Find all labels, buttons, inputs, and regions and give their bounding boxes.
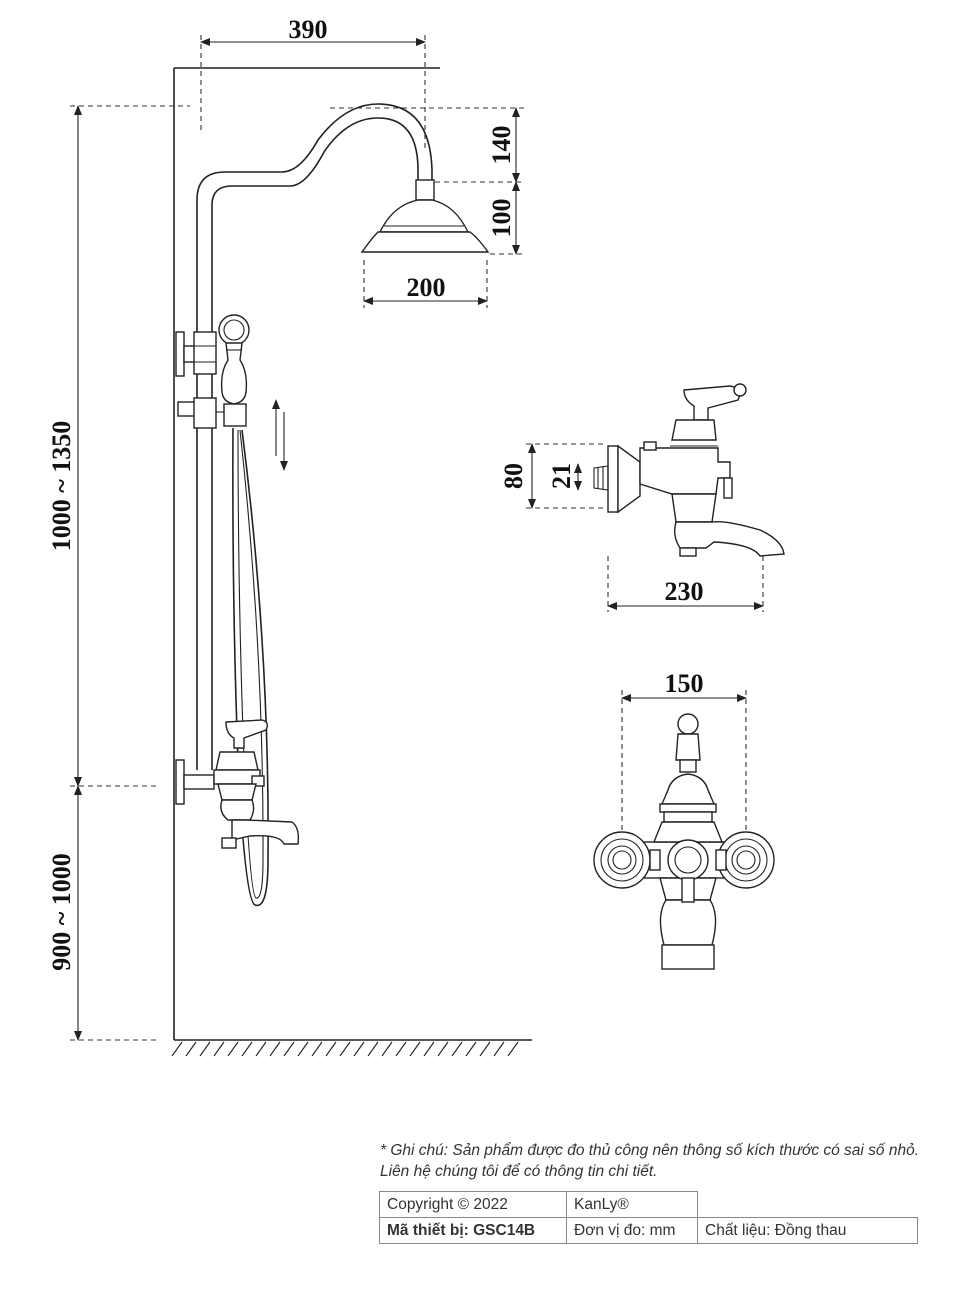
floor-hatch-line bbox=[507, 1041, 519, 1057]
technical-drawing: 390 140 100 200 1000 ~ 1350 900 ~ 1000 bbox=[47, 15, 785, 1057]
floor-hatch-line bbox=[213, 1041, 225, 1057]
spec-brand: KanLy® bbox=[566, 1191, 698, 1218]
spec-empty-cell bbox=[697, 1191, 918, 1218]
floor-hatch-line bbox=[479, 1041, 491, 1057]
floor-hatch-line bbox=[409, 1041, 421, 1057]
floor-hatch-line bbox=[339, 1041, 351, 1057]
dim-column-height-label: 1000 ~ 1350 bbox=[47, 421, 76, 552]
floor-hatch-line bbox=[381, 1041, 393, 1057]
rain-shower-head bbox=[360, 179, 490, 253]
mixer-front-view bbox=[593, 713, 775, 970]
dimension-column-height: 1000 ~ 1350 900 ~ 1000 bbox=[47, 105, 190, 1041]
dimension-top-width: 390 bbox=[200, 15, 426, 150]
spec-table: Copyright © 2022 KanLy® Mã thiết bị: GSC… bbox=[379, 1191, 918, 1244]
floor-hatch-line bbox=[367, 1041, 379, 1057]
slide-bracket bbox=[177, 397, 247, 429]
dimension-head-diameter: 200 bbox=[363, 260, 488, 308]
spec-row-copyright: Copyright © 2022 KanLy® bbox=[379, 1191, 918, 1218]
slide-direction-arrows bbox=[272, 399, 288, 471]
spec-row-details: Mã thiết bị: GSC14B Đơn vị đo: mm Chất l… bbox=[379, 1217, 918, 1244]
dim-mixer-length-label: 230 bbox=[665, 577, 704, 606]
floor-hatch-line bbox=[171, 1041, 183, 1057]
floor-hatch-line bbox=[325, 1041, 337, 1057]
upper-wall-bracket bbox=[175, 331, 217, 377]
floor-hatch-line bbox=[465, 1041, 477, 1057]
floor-hatch-line bbox=[437, 1041, 449, 1057]
floor-hatch-line bbox=[227, 1041, 239, 1057]
floor-hatch-line bbox=[493, 1041, 505, 1057]
wall-mixer-side-small bbox=[175, 719, 300, 849]
wall-outline bbox=[173, 67, 532, 1041]
floor-hatch-line bbox=[311, 1041, 323, 1057]
floor-hatch-line bbox=[297, 1041, 309, 1057]
spec-unit: Đơn vị đo: mm bbox=[566, 1217, 698, 1244]
dim-head-height-label: 140 bbox=[487, 126, 516, 165]
dim-mixer-height-label: 900 ~ 1000 bbox=[47, 853, 76, 971]
hand-shower bbox=[218, 314, 250, 405]
floor-hatch-line bbox=[241, 1041, 253, 1057]
floor-hatch-line bbox=[395, 1041, 407, 1057]
measurement-note: * Ghi chú: Sản phẩm được đo thủ công nên… bbox=[380, 1142, 920, 1180]
spec-material: Chất liệu: Đồng thau bbox=[697, 1217, 918, 1244]
floor-hatch-line bbox=[199, 1041, 211, 1057]
shower-column bbox=[196, 103, 433, 770]
floor-hatch-line bbox=[255, 1041, 267, 1057]
dim-head-diameter-label: 200 bbox=[407, 273, 446, 302]
floor-hatch-line bbox=[185, 1041, 197, 1057]
spec-copyright: Copyright © 2022 bbox=[379, 1191, 567, 1218]
dimension-head-height: 140 100 bbox=[330, 107, 525, 255]
spec-model: Mã thiết bị: GSC14B bbox=[379, 1217, 567, 1244]
floor-hatch-line bbox=[283, 1041, 295, 1057]
dimension-mixer-length: 230 bbox=[607, 556, 764, 612]
dim-mixer-body-label: 80 bbox=[499, 463, 528, 489]
dim-head-depth-label: 100 bbox=[487, 199, 516, 238]
dim-mixer-spacing-label: 150 bbox=[665, 669, 704, 698]
floor-hatch-line bbox=[451, 1041, 463, 1057]
dim-mixer-inlet-label: 21 bbox=[547, 463, 576, 489]
floor-hatch-line bbox=[353, 1041, 365, 1057]
dim-top-width-label: 390 bbox=[289, 15, 328, 44]
floor-hatch-line bbox=[269, 1041, 281, 1057]
floor-hatch-line bbox=[423, 1041, 435, 1057]
dimension-mixer-body: 80 21 bbox=[499, 443, 606, 509]
floor-hatch bbox=[171, 1041, 519, 1057]
shower-hose bbox=[232, 427, 269, 907]
dimension-mixer-spacing: 150 bbox=[621, 669, 747, 840]
mixer-side-view bbox=[593, 383, 785, 557]
